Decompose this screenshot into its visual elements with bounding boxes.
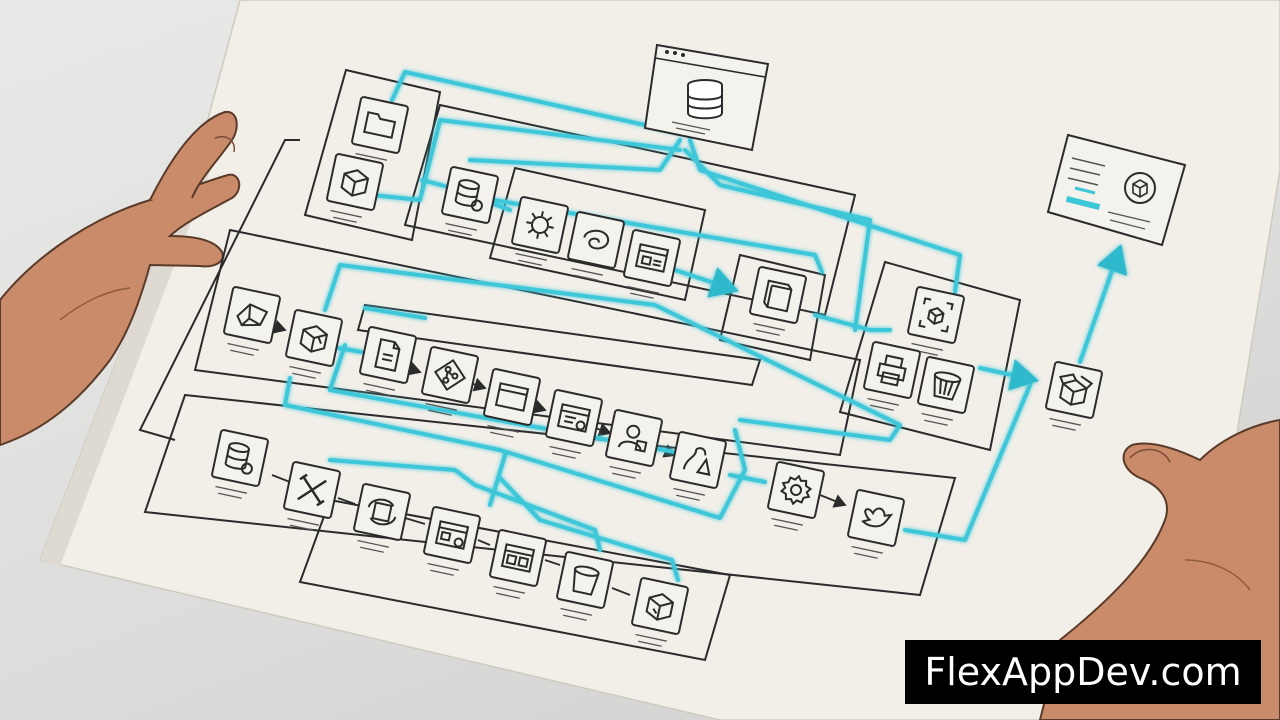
browser-window-icon	[494, 382, 530, 412]
node-n28	[485, 528, 548, 603]
bucket-storage-icon	[572, 565, 600, 596]
database-settings-icon	[224, 442, 253, 475]
database-window-node	[643, 43, 770, 152]
flow-line-6	[683, 148, 872, 332]
gallery-window-icon	[500, 543, 536, 573]
document-icon	[374, 338, 401, 372]
settings-window-icon	[556, 403, 592, 433]
printer-icon	[876, 354, 907, 387]
node-n25	[279, 460, 342, 535]
left-bracket	[138, 139, 300, 441]
node-n5	[507, 195, 570, 270]
flow-line-8	[673, 267, 739, 298]
node-n17	[601, 408, 664, 483]
flow-line-1	[390, 70, 692, 137]
flow-line-2	[370, 118, 682, 202]
dashboard-card-node	[1046, 133, 1187, 247]
flow-line-19	[903, 383, 1032, 542]
node-n11	[219, 285, 282, 360]
group-box-inner-top	[488, 166, 707, 302]
node-n6	[563, 210, 626, 285]
database-gear-icon	[454, 179, 483, 212]
swirl-icon	[583, 229, 610, 250]
stack-cube-icon	[236, 303, 269, 327]
flow-line-14	[363, 306, 427, 320]
node-n15	[479, 367, 542, 442]
node-n4	[437, 165, 500, 240]
git-branch-icon	[433, 358, 467, 392]
bird-icon	[861, 507, 894, 528]
dashboard-card-icon	[1124, 172, 1156, 204]
cube-box-icon	[340, 169, 370, 197]
node-n14	[417, 345, 480, 420]
node-n12	[281, 308, 344, 383]
flow-line-20	[978, 359, 1039, 391]
bucket-icon	[933, 371, 962, 401]
node-n26	[349, 482, 412, 557]
book-icon	[763, 279, 793, 313]
node-n20	[843, 488, 906, 563]
node-n13	[355, 325, 418, 400]
flow-line-4	[468, 138, 682, 172]
node-n24	[207, 428, 270, 503]
node-n21	[859, 340, 922, 415]
node-n1	[347, 95, 410, 170]
flow-line-17	[498, 476, 680, 582]
flow-line-15	[488, 453, 507, 507]
deploy-icon	[682, 447, 711, 476]
flow-line-18	[728, 473, 767, 484]
node-n8	[745, 265, 808, 340]
node-n18	[665, 430, 728, 505]
gear-icon	[779, 474, 813, 506]
flow-line-9	[813, 313, 892, 332]
flow-line-21	[1078, 244, 1128, 364]
form-gear-icon	[434, 520, 470, 550]
group-box-lowest	[298, 498, 732, 662]
database-window-icon	[687, 79, 723, 120]
group-box-right	[838, 260, 1022, 452]
tools-icon	[297, 473, 327, 507]
node-n30	[627, 576, 690, 651]
gear-cog-icon	[526, 211, 554, 239]
card-window-icon	[634, 243, 670, 273]
cycle-box-icon	[367, 498, 397, 526]
node-n27	[419, 505, 482, 580]
user-badge-icon	[617, 424, 648, 453]
node-n23	[1041, 360, 1104, 435]
node-n22	[913, 355, 976, 430]
node-n2	[322, 152, 385, 227]
node-n16	[541, 388, 604, 463]
flow-line-13	[283, 376, 747, 520]
group-box-top-middle	[403, 103, 857, 317]
package-cube-icon	[299, 325, 329, 353]
node-n19	[763, 460, 826, 535]
node-n29	[552, 550, 615, 625]
node-n7	[619, 228, 682, 303]
flow-line-10	[323, 263, 902, 442]
node-n10	[903, 285, 966, 360]
watermark-label: FlexAppDev.com	[905, 640, 1261, 704]
open-box-icon	[1059, 373, 1094, 406]
focus-cube-icon	[918, 297, 954, 333]
left-hand	[0, 110, 241, 447]
group-box-top-left	[303, 68, 442, 242]
folder-icon	[363, 111, 397, 139]
group-box-side	[718, 253, 827, 362]
group-box-inner-mid	[356, 303, 762, 387]
group-box-middle-main	[193, 228, 862, 457]
cube-icon	[645, 593, 675, 621]
